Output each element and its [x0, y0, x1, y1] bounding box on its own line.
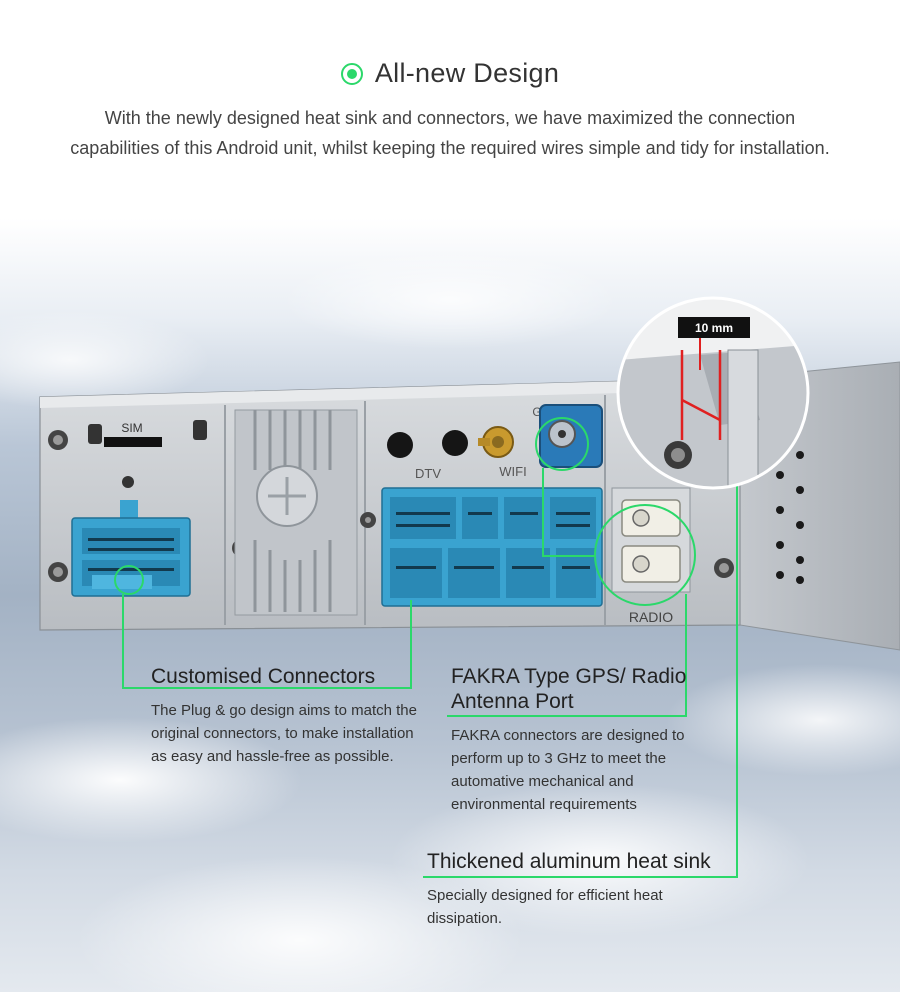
radio-fakra-port: RADIO: [611, 487, 691, 625]
left-blue-connector: [71, 500, 191, 597]
title-row: All-new Design: [0, 58, 900, 89]
callout-connectors-title: Customised Connectors: [151, 665, 376, 688]
wifi-label: WIFI: [499, 464, 526, 479]
radio-label: RADIO: [629, 609, 673, 625]
sim-label: SIM: [121, 421, 142, 435]
header: All-new Design With the newly designed h…: [0, 58, 900, 163]
callout-fakra-port: FAKRA Type GPS/ Radio Antenna Port FAKRA…: [451, 664, 711, 816]
page-title: All-new Design: [374, 58, 560, 88]
callout-fakra-body: FAKRA connectors are designed to perform…: [451, 727, 685, 813]
zoom-inset: 10 mm: [616, 296, 810, 490]
callout-heatsink-body: Specially designed for efficient heat di…: [427, 887, 663, 927]
right-blue-connectors: [381, 487, 603, 607]
callout-customised-connectors: Customised Connectors The Plug & go desi…: [151, 664, 421, 768]
callout-heat-sink: Thickened aluminum heat sink Specially d…: [427, 850, 737, 930]
callout-heatsink-title: Thickened aluminum heat sink: [427, 850, 711, 873]
measure-label: 10 mm: [695, 321, 733, 335]
antenna-ports: DTV WIFI GPS: [387, 404, 603, 481]
sim-slot: SIM: [88, 420, 207, 447]
callout-fakra-title: FAKRA Type GPS/ Radio Antenna Port: [451, 665, 687, 713]
callout-leaders: [114, 417, 738, 878]
callout-connectors-body: The Plug & go design aims to match the o…: [151, 702, 417, 765]
heat-sink-center: [234, 409, 358, 616]
dtv-label: DTV: [415, 466, 441, 481]
page-subtitle: With the newly designed heat sink and co…: [70, 108, 830, 158]
radio-bullet-icon: [340, 62, 363, 85]
